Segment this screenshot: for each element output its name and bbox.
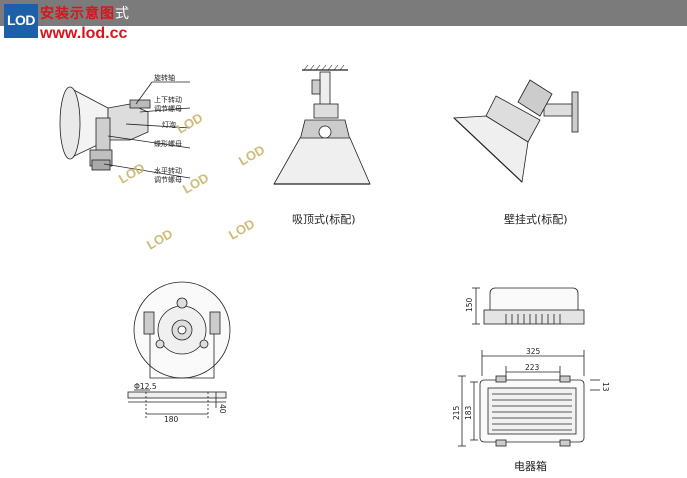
label-vertical-rotation-2: 调节螺母 [154,104,182,113]
dim-150: 150 [465,297,474,312]
label-horizontal-rotation-1: 水平转动 [154,166,182,175]
dim-13: 13 [601,382,610,392]
gear-box-front-drawing [458,350,600,447]
watermark-2: LOD [236,142,267,169]
header-bar [0,0,687,26]
watermark-5: LOD [144,226,175,253]
dim-325: 325 [526,347,541,356]
label-vertical-rotation-1: 上下转动 [154,95,182,104]
lamp-detail-drawing [59,81,191,179]
dim-180: 180 [164,415,179,424]
site-url: www.lod.cc [40,25,128,42]
page-title-tail: 式 [115,6,130,22]
label-wing-nut: 蝶形螺母 [154,139,182,148]
dim-183: 183 [464,405,473,420]
dim-223: 223 [525,363,540,372]
wall-mount-drawing [453,79,579,183]
dim-215: 215 [452,405,461,420]
page-title-red: 安装示意图 [40,6,115,22]
watermark-1: LOD [174,110,205,137]
label-bulb: 灯泡 [162,120,176,129]
gear-box-top-drawing [472,287,585,325]
watermark-4: LOD [180,170,211,197]
page-title: 安装示意图式 [40,3,130,23]
watermark-6: LOD [226,216,257,243]
dim-hole: Φ12.5 [134,382,157,391]
watermark-3: LOD [116,160,147,187]
caption-wall: 壁挂式(标配) [504,212,568,226]
front-view-drawing [127,281,231,420]
caption-ceiling: 吸顶式(标配) [292,212,356,226]
logo-text: LOD [6,12,36,28]
ceiling-mount-drawing [273,64,371,185]
lod-logo: LOD [4,4,38,38]
label-horizontal-rotation-2: 调节螺母 [154,175,182,184]
dim-40: 40 [218,404,227,414]
caption-gear-box: 电器箱 [514,459,547,473]
label-rotation-axis: 旋转轴 [154,73,175,82]
